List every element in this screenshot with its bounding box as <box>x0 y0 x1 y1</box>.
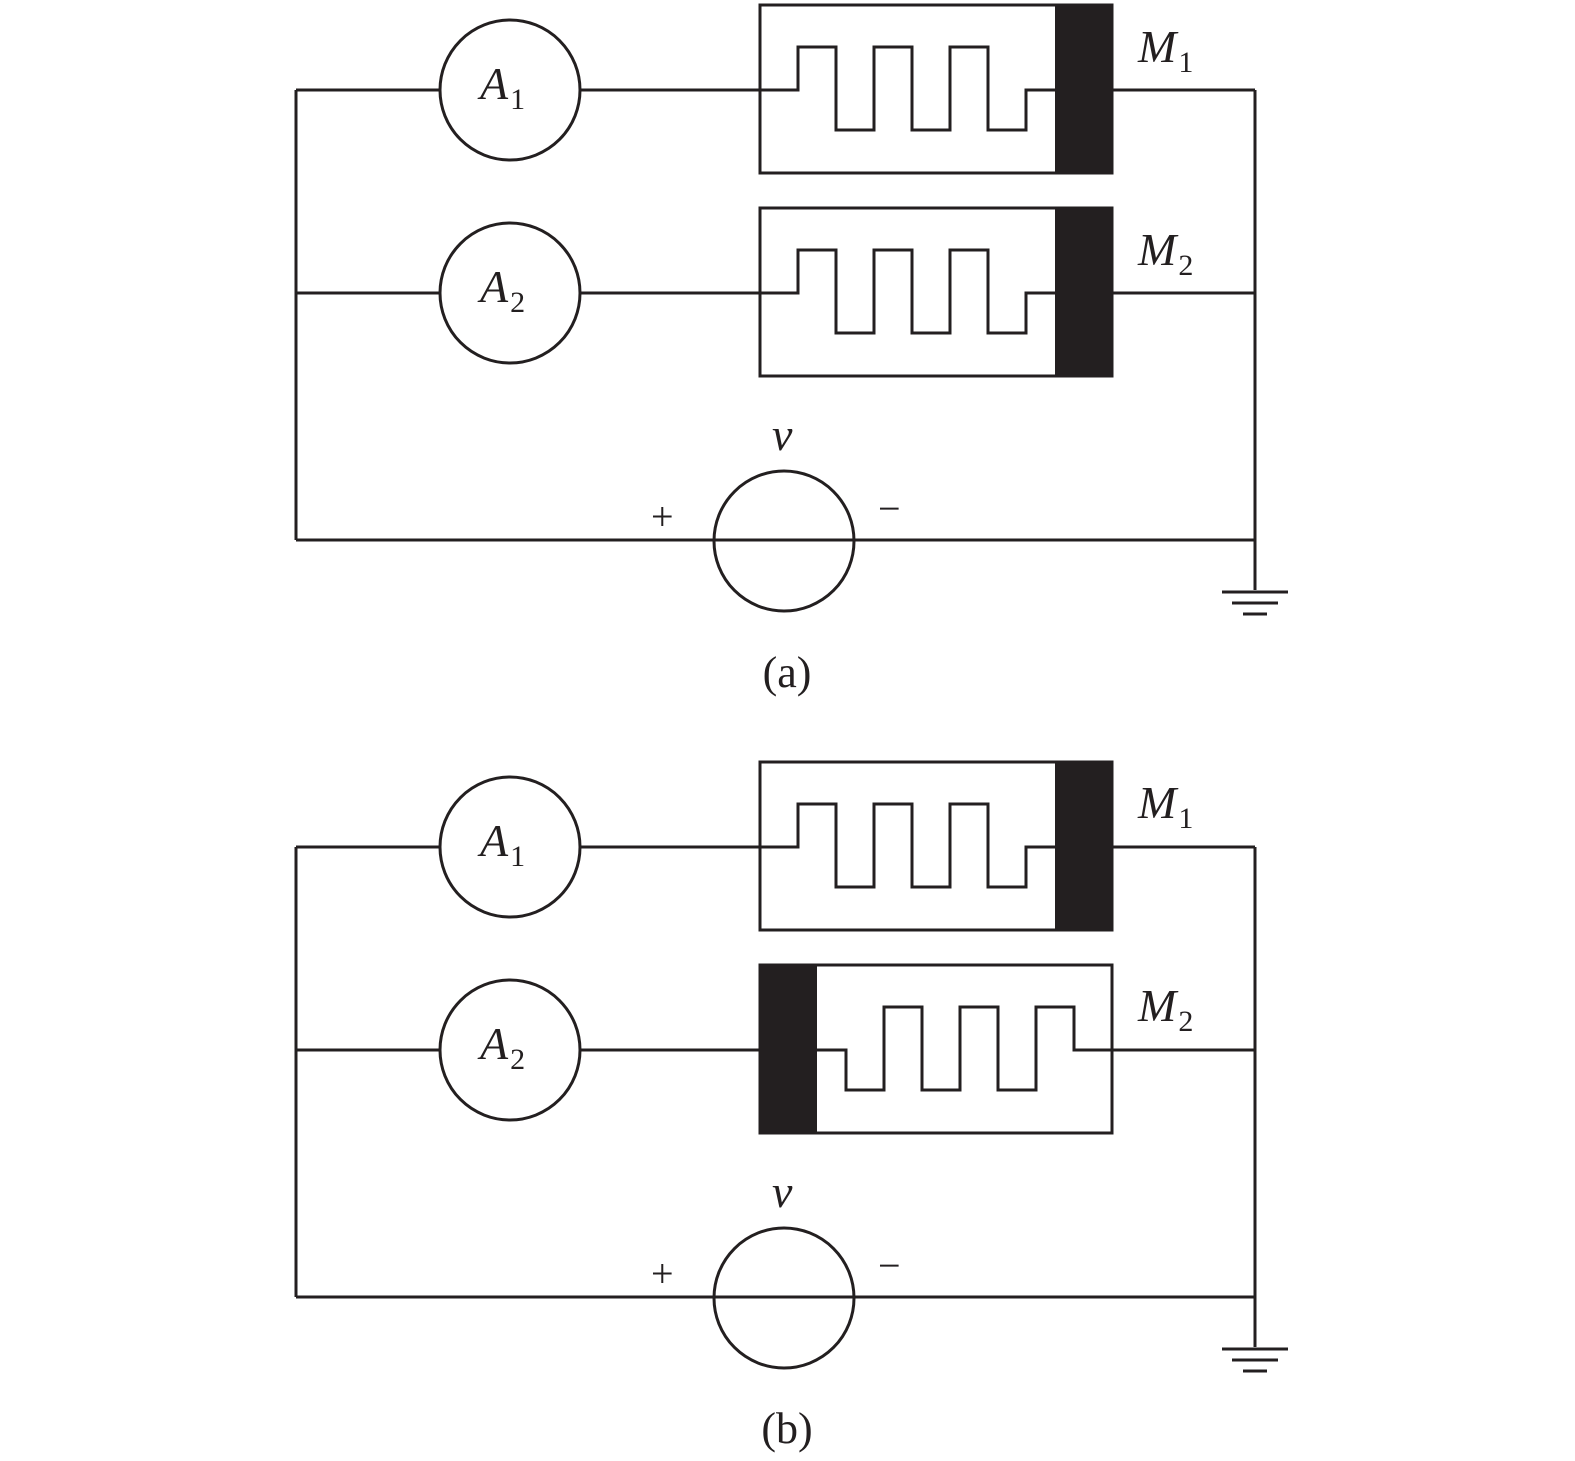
memristor-m2-label: M2 <box>1137 224 1193 282</box>
voltage-source-symbol <box>712 469 856 613</box>
ammeter-a1-label: A1 <box>477 815 525 873</box>
source-minus-sign: − <box>878 486 901 531</box>
source-plus-sign: + <box>651 1251 674 1296</box>
ground-symbol <box>1222 1347 1288 1373</box>
memristor-m1-symbol <box>758 760 1114 932</box>
ground-symbol <box>1222 590 1288 616</box>
memristor-m2-reversed-symbol <box>758 963 1114 1135</box>
voltage-source-symbol <box>712 1226 856 1370</box>
ammeter-a1-label: A1 <box>477 58 525 116</box>
ammeter-a1-symbol <box>438 775 582 919</box>
source-v-label: v <box>772 409 793 460</box>
memristor-m1-label: M1 <box>1137 21 1193 79</box>
panel-a-caption: (a) <box>763 648 812 697</box>
memristor-m2-label: M2 <box>1137 980 1193 1038</box>
source-plus-sign: + <box>651 494 674 539</box>
ammeter-a1-symbol <box>438 18 582 162</box>
panel-a-circuit <box>294 3 1288 616</box>
ammeter-a2-symbol <box>438 978 582 1122</box>
panel-b-caption: (b) <box>761 1404 812 1453</box>
ammeter-a2-label: A2 <box>477 261 525 319</box>
panel-b-circuit <box>294 760 1288 1373</box>
memristor-m1-label: M1 <box>1137 777 1193 835</box>
memristor-m2-symbol <box>758 206 1114 378</box>
ammeter-a2-symbol <box>438 221 582 365</box>
source-v-label: v <box>772 1166 793 1217</box>
memristor-m1-symbol <box>758 3 1114 175</box>
source-minus-sign: − <box>878 1243 901 1288</box>
ammeter-a2-label: A2 <box>477 1018 525 1076</box>
